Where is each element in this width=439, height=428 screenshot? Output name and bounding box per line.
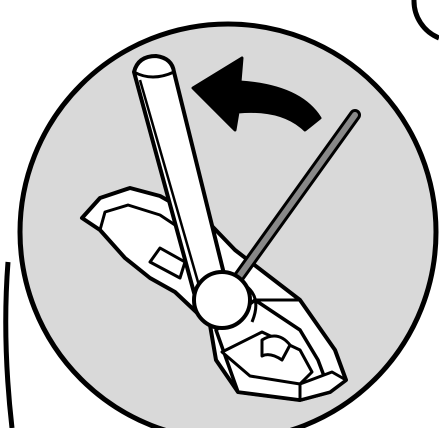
adjacent-circle-edge-top-right [414,0,439,38]
pivot-knob [194,272,250,328]
adjacent-circle-edge-left [6,262,12,428]
